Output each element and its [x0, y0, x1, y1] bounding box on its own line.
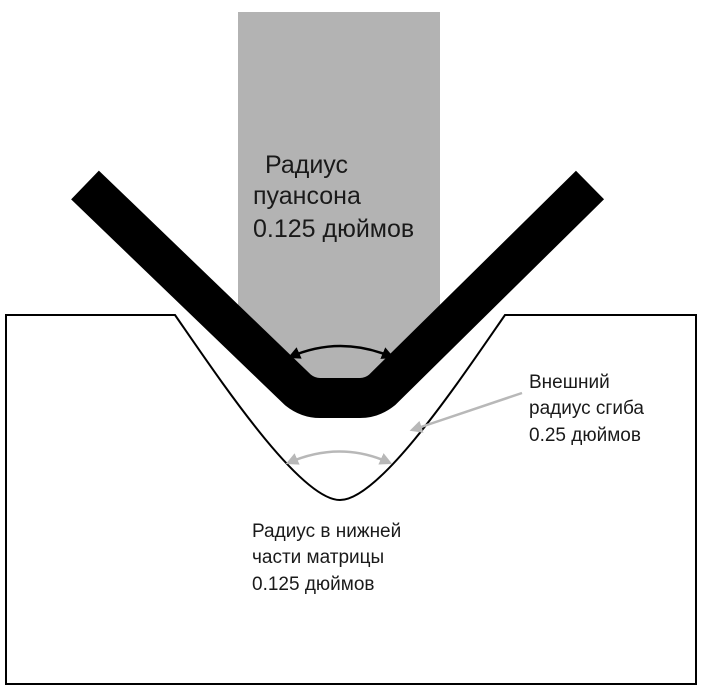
outer-radius-label-line3: 0.25 дюймов	[529, 425, 641, 446]
punch-radius-label-line3: 0.125 дюймов	[253, 215, 414, 243]
punch-radius-label-line2: пуансона	[253, 182, 361, 210]
die-radius-label-line1: Радиус в нижней	[252, 521, 401, 542]
outer-radius-leader	[409, 391, 523, 433]
outer-radius-label-line1: Внешний	[529, 372, 610, 393]
outer-radius-label-line2: радиус сгиба	[529, 398, 644, 419]
punch-radius-label-line1: Радиус	[265, 151, 348, 179]
punch	[238, 12, 440, 387]
die-radius-label-line2: части матрицы	[252, 547, 384, 568]
die-outline	[5, 314, 697, 685]
die-radius-arrow	[285, 450, 393, 465]
die-radius-label-line3: 0.125 дюймов	[252, 574, 375, 595]
punch-radius-arrow	[287, 344, 395, 359]
bent-sheet	[71, 170, 605, 418]
